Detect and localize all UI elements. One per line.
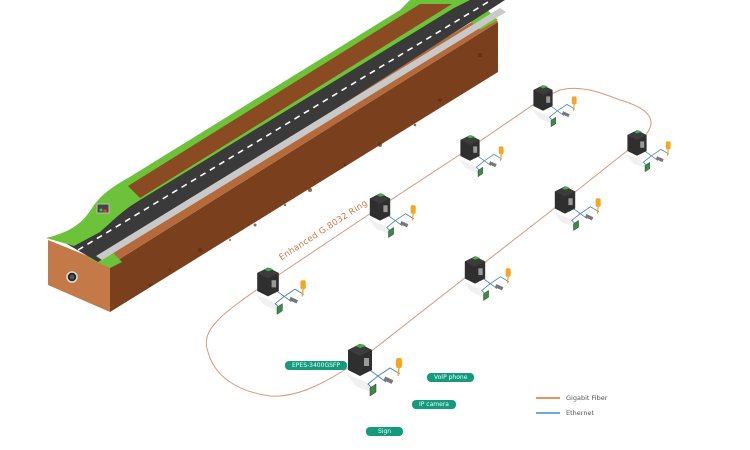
ip-camera-icon [655,156,664,163]
ip-camera-tag: IP camera [412,400,456,409]
switch-shadow [463,281,489,299]
switch-labeled [346,344,402,397]
ip-camera-icon [289,296,299,304]
sign-display-icon [369,383,377,397]
road-center-dashes [77,1,489,251]
legend-label-fiber: Gigabit Fiber [566,393,608,402]
switch-mid [368,193,416,238]
switch-right-mid [553,186,601,231]
switch-ports [383,205,388,213]
switch-top [369,193,391,204]
switch-model-tag: EPES-3400GSFP [285,361,347,370]
switch-shadow [625,154,650,171]
ip-camera-icon [488,161,497,168]
switch-led-icon [471,256,481,260]
sign-display-icon [550,116,557,128]
switch-upper-mid [458,135,504,178]
switch-far-right [625,130,671,173]
ip-camera-icon [400,221,409,228]
switch-ports [271,280,277,288]
switch-led-icon [466,135,475,139]
switch-ports [478,268,483,276]
switch-ports [546,96,551,103]
ip-camera-icon [495,284,504,291]
switch-shadow [458,159,483,176]
switch-led-icon [376,193,386,197]
ethernet-line-icon [536,411,560,414]
sign-display-icon [388,227,394,238]
voip-phone-icon [410,205,416,214]
switch-led-icon [539,85,548,89]
switch-nodes [255,85,671,397]
switch-top [533,85,553,95]
phone-stand [596,206,599,214]
switch-led-icon [561,186,571,190]
fiber-line-icon [536,396,560,399]
switch-ports [568,198,573,206]
voip-phone-icon [571,96,577,105]
voip-phone-icon [595,198,601,207]
voip-phone-icon [300,280,306,290]
phone-stand [666,149,669,156]
switch-shadow [346,374,376,394]
sign-display-icon [477,166,484,178]
legend-item-ethernet: Ethernet [536,405,607,420]
switch-ports [473,146,478,153]
switch-led-icon [264,267,274,272]
phone-stand [397,367,400,377]
soil-texture [148,53,482,287]
phone-stand [301,289,304,297]
switch-shadow [368,218,394,236]
switch-lower-mid [463,256,511,301]
fiber-ring [205,87,652,397]
soil-side-face [110,22,498,312]
ip-camera-icon [585,214,594,221]
sign-display-icon [644,161,651,173]
voip-phone-icon [396,358,402,368]
switch-left [255,267,306,315]
legend-label-ethernet: Ethernet [566,408,594,417]
switch-shadow [255,294,283,313]
switch-top [348,344,372,356]
sign-display-icon [483,290,489,301]
sign-display-icon [276,303,283,315]
legend-item-fiber: Gigabit Fiber [536,390,607,405]
ip-camera-icon [383,376,394,384]
voip-phone-tag: VoIP phone [427,373,475,382]
soil-front-face [48,240,110,312]
grass-corner-front [88,250,122,268]
legend: Gigabit Fiber Ethernet [536,390,607,420]
phone-stand [506,276,509,284]
ip-camera-icon [561,111,570,118]
switch-ports [364,358,369,366]
switch-shadow [553,211,579,229]
voip-phone-icon [498,146,504,155]
road-surface [60,0,505,262]
switch-ports [640,141,645,148]
phone-stand [499,154,502,161]
voip-phone-icon [665,141,671,150]
switch-led-icon [356,344,366,348]
switch-shadow [531,109,556,126]
sign-display-icon [573,220,579,231]
switch-top [464,256,486,267]
berm-inner-slope [128,4,452,198]
switch-led-icon [633,130,642,134]
switch-top-right [531,85,577,128]
phone-stand [411,213,414,221]
voip-phone-icon [505,268,511,277]
switch-top [627,130,647,140]
switch-top [460,135,480,145]
sign-tag: Sign [366,427,404,436]
highway-embankment [46,0,506,312]
switch-top [554,186,576,197]
road-guardrail [96,8,506,260]
phone-stand [572,104,575,111]
traffic-sign-icon [96,203,110,214]
